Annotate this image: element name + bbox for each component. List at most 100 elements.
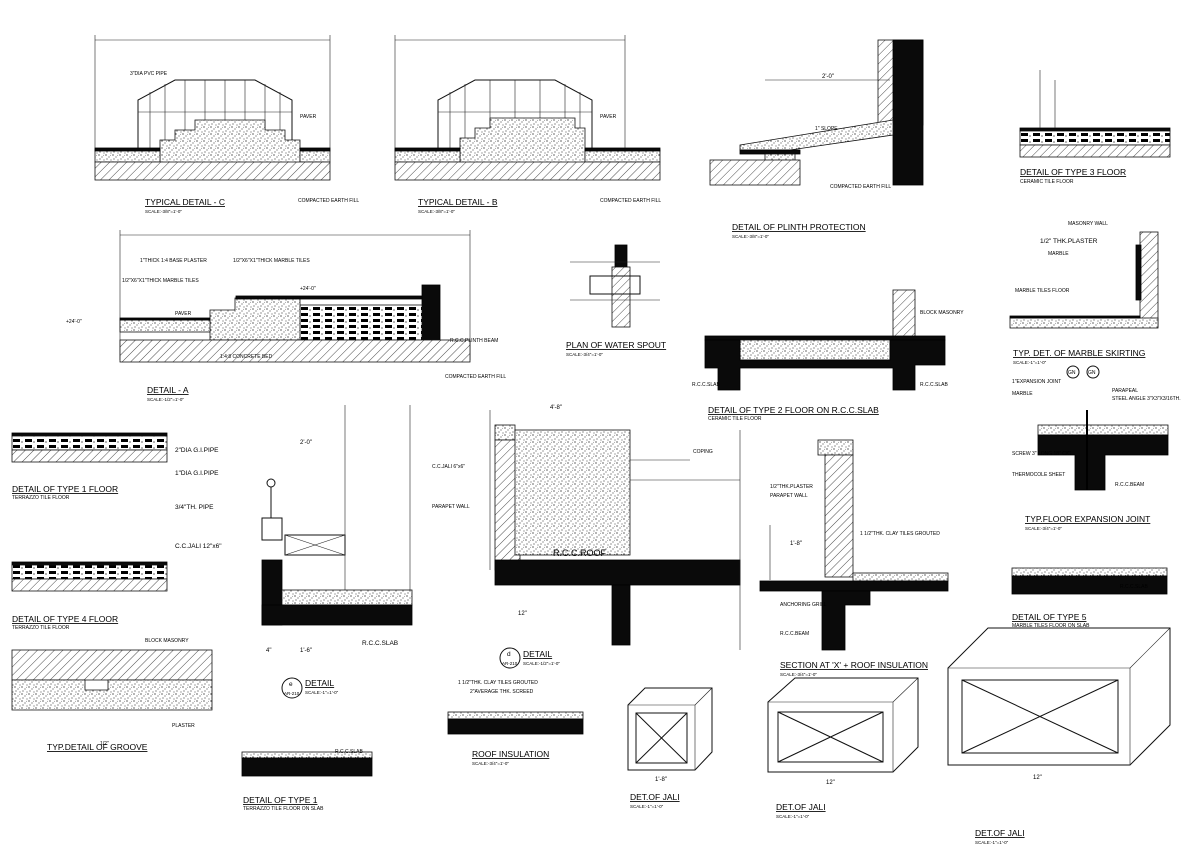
scale-text: SCALE:-1"=1'-0" bbox=[776, 814, 810, 819]
scale-text: SCALE:-1"=1'-0" bbox=[1013, 360, 1047, 365]
scale-text: SCALE:-3/4"=1'-0" bbox=[1025, 526, 1062, 531]
title-type-3-floor: DETAIL OF TYPE 3 FLOOR bbox=[1020, 167, 1126, 177]
scale-text: SCALE:-3/8"=1'-0" bbox=[732, 234, 769, 239]
label-gi-pipe-2: 2"DIA G.I.PIPE bbox=[175, 447, 219, 454]
subtitle-ceramic: CERAMIC TILE FLOOR bbox=[708, 416, 762, 422]
label-compacted-fill: COMPACTED EARTH FILL bbox=[445, 374, 506, 380]
label-rcc-roof: R.C.C.ROOF bbox=[553, 548, 607, 558]
label-plinth-beam: R.C.C.PLINTH BEAM bbox=[450, 338, 498, 344]
title-type-1-floor: DETAIL OF TYPE 1 FLOOR bbox=[12, 484, 118, 494]
label-gi-pipe-1: 1"DIA G.I.PIPE bbox=[175, 470, 219, 477]
title-type-1-slab: DETAIL OF TYPE 1 bbox=[243, 795, 318, 805]
dim-12in: 12" bbox=[518, 611, 527, 617]
label-exp-joint: 1"EXPANSION JOINT bbox=[1012, 379, 1061, 385]
marker-ar: AR-210 bbox=[502, 661, 518, 666]
label-level-24b: +24'-0" bbox=[66, 319, 82, 325]
label-slope: 1" SLOPE bbox=[815, 126, 838, 132]
subtitle-ceramic: CERAMIC TILE FLOOR bbox=[1020, 179, 1074, 185]
scale-text: SCALE:-3/4"=1'-0" bbox=[566, 352, 603, 357]
label-parapet: PARAPET WALL bbox=[770, 493, 808, 499]
type-5-detail: DETAIL OF TYPE 5 MARBLE TILES FLOOR ON S… bbox=[1011, 567, 1168, 629]
dim-4in: 4" bbox=[266, 648, 271, 654]
label-thk-plaster: 1/2"THK.PLASTER bbox=[770, 484, 813, 490]
label-concrete-bed: 1:4:8 CONCRETE BED bbox=[220, 354, 273, 360]
marble-skirting-detail: MASONRY WALL 1/2" THK.PLASTER MARBLE MAR… bbox=[1009, 221, 1159, 365]
marker-gn-1: GN bbox=[1068, 370, 1076, 376]
title-detail-e: DETAIL bbox=[305, 678, 334, 688]
title-roof-insulation: ROOF INSULATION bbox=[472, 749, 549, 759]
title-typical-detail-c: TYPICAL DETAIL - C bbox=[145, 197, 225, 207]
dim-1ft8: 1'-8" bbox=[790, 541, 802, 547]
label-block-masonry: BLOCK MASONRY bbox=[920, 310, 964, 316]
label-paver: PAVER bbox=[175, 311, 192, 317]
detail-marker-e bbox=[281, 677, 303, 699]
label-rcc-slab: R.C.C.SLAB bbox=[362, 640, 398, 647]
roof-insulation-detail: 1 1/2"THK. CLAY TILES GROUTED 2"AVERAGE … bbox=[447, 680, 584, 766]
label-rcc-beam: R.C.C.BEAM bbox=[780, 631, 809, 637]
jali-detail-3: 12" DET.OF JALI SCALE:-1"=1'-0" bbox=[947, 627, 1171, 845]
dim-12in: 12" bbox=[1033, 775, 1042, 781]
label-compacted-fill: COMPACTED EARTH FILL bbox=[830, 184, 891, 190]
scale-text: SCALE:-3/8"=1'-0" bbox=[145, 209, 182, 214]
type-4-floor-detail: DETAIL OF TYPE 4 FLOOR TERRAZZO TILE FLO… bbox=[11, 561, 168, 631]
dim-4ft8: 4'-8" bbox=[550, 405, 562, 411]
plinth-protection-detail: 2'-0" 1" SLOPE COMPACTED EARTH FILL DETA… bbox=[709, 39, 924, 239]
detail-marker-d bbox=[499, 647, 521, 669]
label-steel-angle: STEEL ANGLE 3"X3"X3/16TH. bbox=[1112, 396, 1181, 402]
title-detail-d: DETAIL bbox=[523, 649, 552, 659]
subtitle-terrazzo-slab: TERRAZZO TILE FLOOR ON SLAB bbox=[243, 806, 324, 812]
scale-text: SCALE:-1/2"=1'-0" bbox=[523, 661, 560, 666]
label-marble: MARBLE bbox=[1012, 391, 1033, 397]
detail-d: R.C.C.ROOF C.C.JALI 6"x6" PARAPET WALL C… bbox=[432, 405, 741, 669]
title-typical-detail-b: TYPICAL DETAIL - B bbox=[418, 197, 498, 207]
dim-2ft: 2'-0" bbox=[822, 74, 834, 80]
marker-e: e bbox=[289, 681, 293, 688]
label-compacted-fill: COMPACTED EARTH FILL bbox=[600, 198, 661, 204]
scale-text: SCALE:-1"=1'-0" bbox=[305, 690, 339, 695]
type-3-floor-detail: DETAIL OF TYPE 3 FLOOR CERAMIC TILE FLOO… bbox=[1019, 70, 1171, 185]
title-jali-3: DET.OF JALI bbox=[975, 828, 1025, 838]
detail-a: PAVER 1"THICK 1:4 BASE PLASTER 1/2"X6"X1… bbox=[66, 230, 506, 402]
section-x-roof-insulation: 1/2"THK.PLASTER PARAPET WALL 1 1/2"THK. … bbox=[759, 439, 949, 677]
label-marble-tiles-2: 1/2"X6"X1"THICK MARBLE TILES bbox=[122, 278, 199, 284]
title-plinth-protection: DETAIL OF PLINTH PROTECTION bbox=[732, 222, 866, 232]
dim-1ft8: 1'-8" bbox=[655, 777, 667, 783]
label-paver: PAVER bbox=[300, 114, 317, 120]
title-section-x: SECTION AT 'X' + ROOF INSULATION bbox=[780, 660, 928, 670]
scale-text: SCALE:-3/8"=1'-0" bbox=[418, 209, 455, 214]
label-parapet: PARAPET WALL bbox=[432, 504, 470, 510]
marker-ar: AR-210 bbox=[284, 691, 300, 696]
scale-text: SCALE:-3/4"=1'-0" bbox=[780, 672, 817, 677]
scale-text: SCALE:-1"=1'-0" bbox=[975, 840, 1009, 845]
marker-gn-2: GN bbox=[1088, 370, 1096, 376]
label-masonry-wall: MASONRY WALL bbox=[1068, 221, 1108, 227]
label-marble-tiles: 1/2"X6"X1"THICK MARBLE TILES bbox=[233, 258, 310, 264]
label-screw: SCREW 3" LONG 18" C/C bbox=[1012, 451, 1071, 457]
label-rcc-slab: R.C.C.SLAB bbox=[920, 382, 948, 388]
label-pipe-3-4: 3/4"TH. PIPE bbox=[175, 504, 214, 511]
label-compacted-fill: COMPACTED EARTH FILL bbox=[298, 198, 359, 204]
title-water-spout: PLAN OF WATER SPOUT bbox=[566, 340, 666, 350]
label-pipe: 3"DIA PVC PIPE bbox=[130, 71, 168, 77]
label-clay-tiles: 1 1/2"THK. CLAY TILES GROUTED bbox=[860, 531, 940, 537]
label-base-plaster: 1"THICK 1:4 BASE PLASTER bbox=[140, 258, 207, 264]
label-marble-floor: MARBLE TILES FLOOR bbox=[1015, 288, 1070, 294]
dim-12in: 12" bbox=[826, 780, 835, 786]
title-detail-a: DETAIL - A bbox=[147, 385, 189, 395]
scale-text: SCALE:-1"=1'-0" bbox=[630, 804, 664, 809]
title-type-4-floor: DETAIL OF TYPE 4 FLOOR bbox=[12, 614, 118, 624]
title-jali-1: DET.OF JALI bbox=[630, 792, 680, 802]
label-thk-plaster: 1/2" THK.PLASTER bbox=[1040, 238, 1098, 245]
marker-d: d bbox=[507, 651, 511, 658]
label-parapeal: PARAPEAL bbox=[1112, 388, 1138, 394]
scale-text: SCALE:-3/4"=1'-0" bbox=[472, 761, 509, 766]
title-expansion-joint: TYP.FLOOR EXPANSION JOINT bbox=[1025, 514, 1150, 524]
typical-detail-c: TYPICAL DETAIL - C SCALE:-3/8"=1'-0" COM… bbox=[94, 35, 359, 214]
scale-text: SCALE:-1/2"=1'-0" bbox=[147, 397, 184, 402]
title-type-5: DETAIL OF TYPE 5 bbox=[1012, 612, 1087, 622]
label-coping: COPING bbox=[693, 449, 713, 455]
label-block-masonry: BLOCK MASONRY bbox=[145, 638, 189, 644]
label-cc-jali: C.C.JALI 6"x6" bbox=[432, 464, 465, 470]
groove-detail: 1/2" BLOCK MASONRY PLASTER TYP.DETAIL OF… bbox=[11, 638, 213, 752]
